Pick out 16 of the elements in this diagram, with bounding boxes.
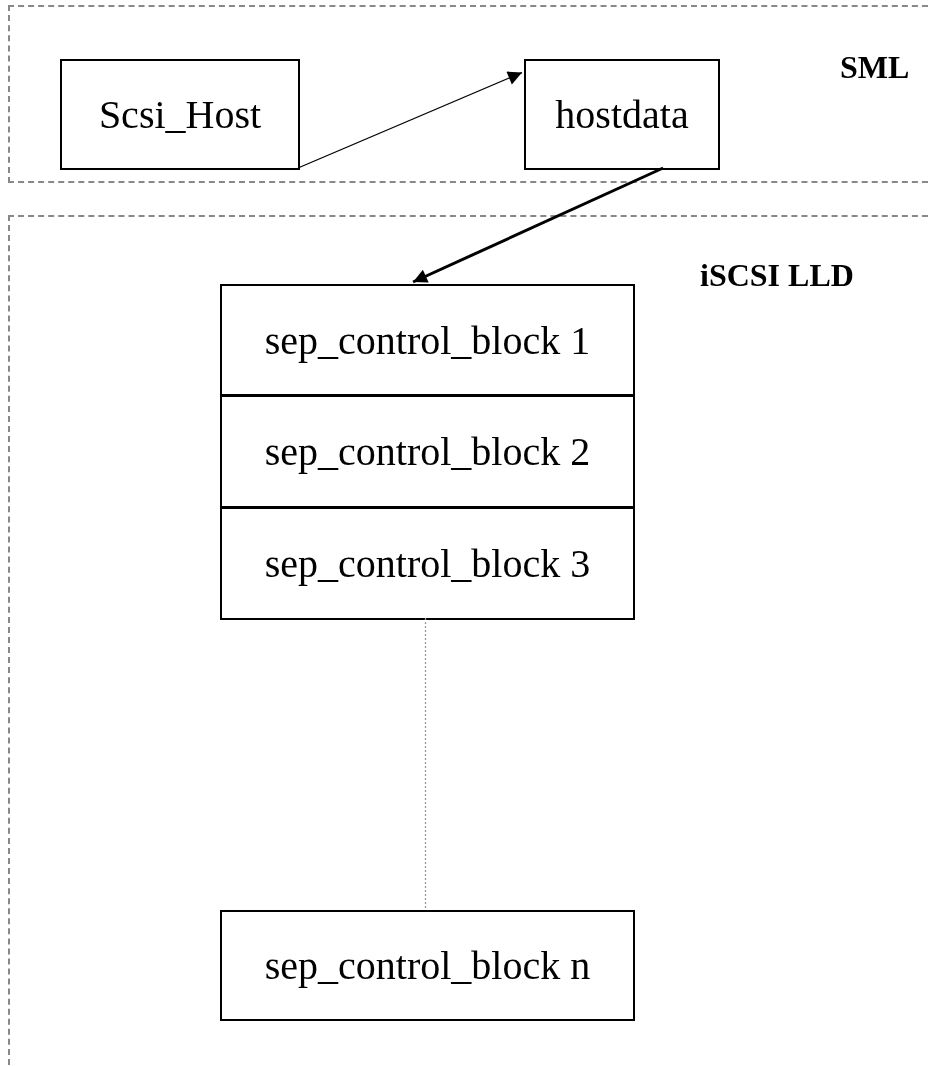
structure-box <box>524 59 720 170</box>
structure-box <box>220 507 635 620</box>
box-label: sep_control_block 1 <box>264 316 591 364</box>
box-label: sep_control_block 3 <box>264 540 591 587</box>
structure-box <box>220 910 635 1021</box>
box-label: sep_control_block 2 <box>264 428 591 475</box>
connector-line <box>424 617 427 909</box>
box-label: hostdata <box>555 91 689 138</box>
structure-box <box>60 59 300 170</box>
region-title: iSCSI LLD <box>700 257 854 294</box>
structure-box <box>220 395 635 508</box>
region-title: SML <box>840 49 910 86</box>
box-label: Scsi_Host <box>98 91 262 138</box>
arrow <box>297 71 523 169</box>
box-label: sep_control_block n <box>264 942 591 989</box>
structure-box <box>220 284 635 396</box>
